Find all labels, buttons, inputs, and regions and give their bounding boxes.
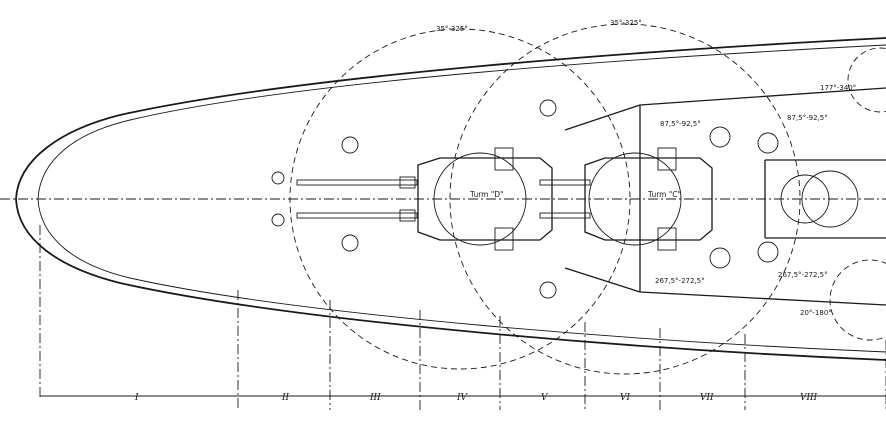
deck-fittings [271,99,779,299]
superstructure-outline [564,87,886,306]
hull-outline-lower [15,198,886,361]
turret-c-arc-circle [449,23,801,375]
section-label-5: V [541,393,549,403]
turret-c [584,147,713,251]
turret-c-label: Turm "C" [647,190,681,199]
section-ticks [39,225,886,410]
section-label-6: VI [620,393,630,403]
section-label-4: IV [456,393,469,403]
section-label-2: II [281,393,290,403]
secondary-arc-circle-2 [829,259,886,341]
deck-edge-upper [37,44,886,200]
turret-c-barrels [539,179,591,219]
section-label-3: III [369,393,381,403]
arc-label-c: 35°-325° [610,19,642,27]
bridge-structure [764,159,886,239]
section-label-7: VII [700,393,714,403]
section-label-8: VIII [800,393,818,403]
arc-label-6: 20°-180° [800,309,832,317]
deck-edge-lower [37,198,886,353]
arc-label-2: 87,5°-92,5° [660,120,701,128]
turret-d-barrels [296,176,418,222]
secondary-arc-circle-1 [847,47,886,113]
turret-d-arc-circle [289,28,631,370]
arc-label-1: 177°-340° [820,84,856,92]
hull-outline-upper [15,37,886,200]
arc-label-3: 87,5°-92,5° [787,114,828,122]
arc-label-d: 35°-325° [436,25,468,33]
arc-label-5: 267,5°-272,5° [778,271,828,279]
turret-d [417,147,553,251]
section-label-1: I [134,393,139,403]
turret-d-label: Turm "D" [469,190,504,199]
arc-label-4: 267,5°-272,5° [655,277,705,285]
